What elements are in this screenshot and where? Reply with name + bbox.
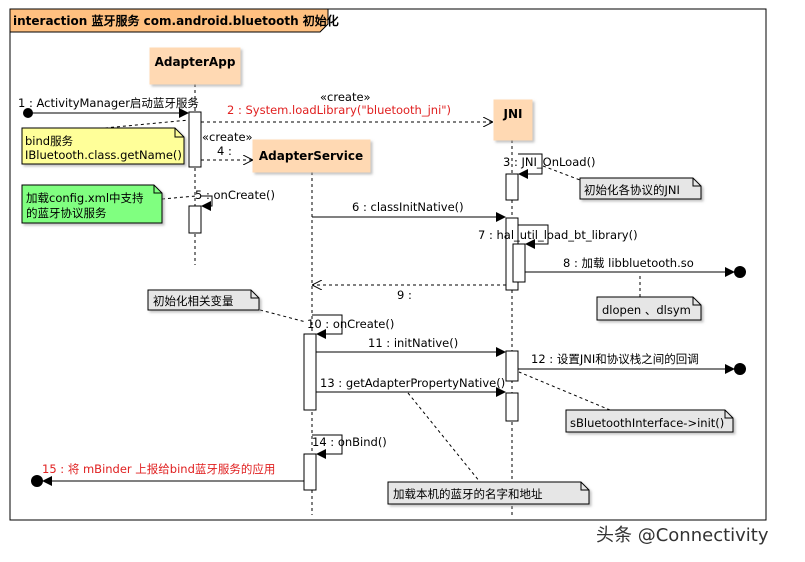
note-load-addr-text: 加载本机的蓝牙的名字和地址 [393, 487, 543, 501]
frame-title-tab [9, 8, 329, 33]
participant-jni-label: JNI [503, 107, 523, 121]
note-load-addr-connector [407, 392, 481, 483]
message-8: 8 : 加载 libbluetooth.so [525, 256, 746, 278]
jni-activation-initnative [505, 350, 519, 382]
note-bind-line2: IBluetooth.class.getName() [25, 148, 182, 162]
message-2-label: 2 : System.loadLibrary("bluetooth_jni") [227, 103, 451, 117]
note-config-line2: 的蓝牙协议服务 [26, 206, 107, 220]
note-bind-line1: bind服务 [25, 134, 74, 148]
service-activation-onbind [303, 453, 317, 491]
message-9: 9 : [313, 285, 506, 302]
service-activation-oncreate [303, 333, 317, 411]
message-13-label: 13 : getAdapterPropertyNative() [320, 376, 505, 390]
note-bt-iface-connector [518, 371, 611, 411]
message-15-label: 15 : 将 mBinder 上报给bind蓝牙服务的应用 [42, 462, 275, 476]
adapter-app-activation-1 [188, 111, 202, 168]
message-4: «create» 4 : [201, 130, 253, 160]
message-7-label: 7 : hal_util_load_bt_library() [478, 228, 638, 242]
message-6-label: 6 : classInitNative() [352, 200, 464, 214]
jni-activation-property [505, 392, 519, 422]
note-dlopen: dlopen 、dlsym [596, 296, 702, 321]
note-bind-connector [104, 119, 190, 129]
note-bt-iface-text: sBluetoothInterface->init() [570, 416, 724, 430]
note-init-vars-connector [259, 309, 307, 323]
message-1: 1 : ActivityManager启动蓝牙服务 [18, 96, 199, 118]
note-bt-iface: sBluetoothInterface->init() [565, 409, 734, 433]
adapter-app-activation-2 [188, 205, 202, 234]
message-11-label: 11 : initNative() [368, 336, 458, 350]
message-7: 7 : hal_util_load_bt_library() [478, 224, 638, 249]
message-6: 6 : classInitNative() [312, 200, 506, 222]
message-2-stereotype: «create» [320, 90, 371, 104]
note-init-vars: 初始化相关变量 [147, 289, 260, 311]
message-13: 13 : getAdapterPropertyNative() [316, 376, 506, 397]
message-10: 10 : onCreate() [307, 314, 394, 339]
message-12: 12 : 设置JNI和协议栈之间的回调 [518, 352, 746, 375]
note-config-line1: 加载config.xml中支持 [26, 191, 144, 205]
participant-adapter-app: AdapterApp [149, 47, 241, 85]
note-bind-service: bind服务 IBluetooth.class.getName() [21, 127, 185, 165]
watermark: 头条 @Connectivity [596, 525, 769, 546]
note-init-vars-text: 初始化相关变量 [153, 294, 234, 308]
message-9-label: 9 : [397, 288, 412, 302]
jni-activation-onload [505, 173, 519, 201]
frame-title: interaction 蓝牙服务 com.android.bluetooth 初… [13, 13, 339, 28]
note-init-jni-connector [542, 165, 581, 181]
note-init-jni-text: 初始化各协议的JNI [584, 183, 680, 197]
jni-activation-halutil [512, 243, 526, 283]
note-load-addr: 加载本机的蓝牙的名字和地址 [387, 481, 590, 505]
message-12-label: 12 : 设置JNI和协议栈之间的回调 [531, 352, 699, 366]
participant-adapter-app-label: AdapterApp [155, 55, 236, 69]
message-5-label: 5 : onCreate() [195, 188, 275, 202]
message-8-label: 8 : 加载 libbluetooth.so [563, 256, 694, 270]
note-dlopen-text: dlopen 、dlsym [602, 303, 691, 317]
participant-adapter-service: AdapterService [252, 139, 371, 173]
message-11: 11 : initNative() [316, 336, 506, 357]
diagram-frame [9, 8, 767, 521]
message-4-label: 4 : [217, 144, 232, 158]
message-1-label: 1 : ActivityManager启动蓝牙服务 [18, 96, 199, 110]
message-3: 3 : JNI_OnLoad() [503, 153, 596, 179]
message-2: «create» 2 : System.loadLibrary("bluetoo… [201, 90, 492, 122]
message-15: 15 : 将 mBinder 上报给bind蓝牙服务的应用 [31, 462, 304, 487]
message-10-label: 10 : onCreate() [307, 317, 394, 331]
note-config: 加载config.xml中支持 的蓝牙协议服务 [21, 184, 163, 224]
participant-adapter-service-label: AdapterService [259, 149, 363, 163]
note-init-jni: 初始化各协议的JNI [579, 177, 702, 200]
participant-jni: JNI [493, 99, 533, 141]
message-14-label: 14 : onBind() [312, 435, 387, 449]
message-3-label: 3 : JNI_OnLoad() [503, 155, 596, 169]
message-14: 14 : onBind() [312, 434, 387, 459]
message-5: 5 : onCreate() [195, 188, 275, 211]
message-4-stereotype: «create» [202, 130, 253, 144]
